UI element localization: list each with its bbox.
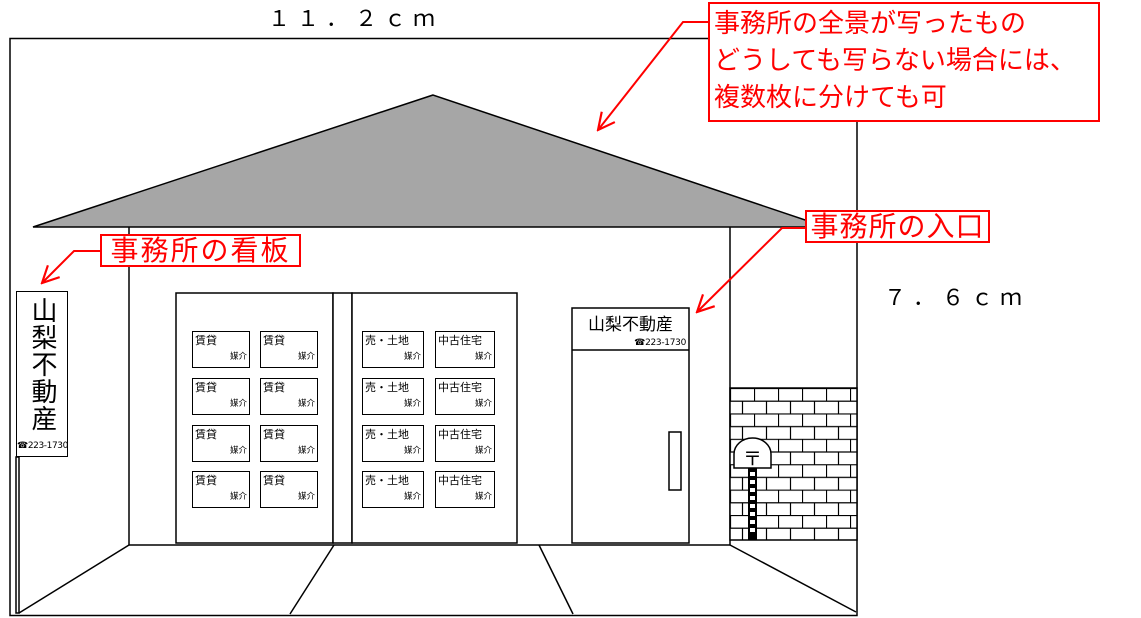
left-window-listing-card: 賃貸媒介 [260, 331, 318, 368]
door-sign-phone-number: 223-1730 [645, 338, 686, 348]
listing-card-tag: 媒介 [403, 352, 421, 362]
listing-card-tag: 媒介 [229, 399, 247, 409]
listing-card-tag: 媒介 [297, 492, 315, 502]
listing-card-title: 中古住宅 [438, 381, 482, 394]
entrance-annotation: 事務所の入口 [805, 210, 990, 243]
left-window-listing-card: 賃貸媒介 [260, 471, 318, 508]
signboard-annotation: 事務所の看板 [100, 234, 301, 267]
listing-card-tag: 媒介 [403, 492, 421, 502]
listing-card-tag: 媒介 [474, 352, 492, 362]
door-handle [668, 431, 682, 491]
ground-perspective-line [289, 544, 335, 615]
right-window-listing-card: 売・土地媒介 [362, 425, 424, 462]
listing-card-title: 売・土地 [365, 428, 409, 441]
left-window-listing-card: 賃貸媒介 [192, 378, 250, 415]
drawing-frame [9, 37, 858, 617]
ground-perspective-line [729, 544, 857, 613]
listing-card-title: 賃貸 [263, 334, 285, 347]
phone-icon: ☎ [634, 338, 646, 348]
left-window-listing-card: 賃貸媒介 [260, 378, 318, 415]
arrow-to-overall-view [598, 21, 708, 130]
left-window-listing-card: 賃貸媒介 [192, 331, 250, 368]
door-sign-phone: ☎223-1730 [634, 338, 686, 348]
listing-card-tag: 媒介 [297, 446, 315, 456]
listing-card-tag: 媒介 [229, 446, 247, 456]
ground-perspective-line [18, 544, 130, 614]
mailbox [733, 437, 772, 469]
arrow-to-signboard [42, 250, 100, 283]
right-window-listing-card: 中古住宅媒介 [435, 378, 495, 415]
left-window-listing-card: 賃貸媒介 [192, 471, 250, 508]
listing-card-tag: 媒介 [474, 446, 492, 456]
annotation-line: 複数枚に分けても可 [714, 83, 947, 113]
door-sign: 山梨不動産 ☎223-1730 [572, 308, 689, 350]
right-window-listing-card: 売・土地媒介 [362, 378, 424, 415]
listing-card-title: 売・土地 [365, 474, 409, 487]
right-window-listing-card: 中古住宅媒介 [435, 331, 495, 368]
mailbox-post [748, 468, 757, 540]
window-center-post [332, 292, 353, 544]
listing-card-title: 中古住宅 [438, 474, 482, 487]
left-window-listing-card: 賃貸媒介 [260, 425, 318, 462]
listing-card-tag: 媒介 [229, 352, 247, 362]
listing-card-title: 賃貸 [195, 474, 217, 487]
annotation-line: 事務所の全景が写ったもの [714, 9, 1027, 39]
door-sign-company-name: 山梨不動産 [588, 315, 673, 335]
ground-perspective-line [538, 544, 574, 615]
signboard-phone-number: 223-1730 [27, 441, 69, 451]
signboard: 山梨不動産 ☎223-1730 [16, 291, 68, 457]
signboard-phone: ☎223-1730 [17, 441, 69, 451]
width-dimension-label: １１．２ｃｍ [268, 7, 443, 32]
listing-card-tag: 媒介 [403, 399, 421, 409]
listing-card-tag: 媒介 [297, 352, 315, 362]
roof [32, 94, 827, 228]
listing-card-title: 賃貸 [195, 381, 217, 394]
right-window-listing-card: 中古住宅媒介 [435, 471, 495, 508]
signboard-company-name: 山梨不動産 [27, 297, 57, 432]
listing-card-title: 賃貸 [263, 474, 285, 487]
listing-card-tag: 媒介 [474, 492, 492, 502]
listing-card-title: 賃貸 [263, 381, 285, 394]
annotation-line: どうしても写らない場合には、 [714, 46, 1076, 76]
listing-card-tag: 媒介 [474, 399, 492, 409]
overall-view-annotation: 事務所の全景が写ったもの どうしても写らない場合には、 複数枚に分けても可 [708, 2, 1100, 122]
listing-card-title: 売・土地 [365, 334, 409, 347]
right-window-listing-card: 売・土地媒介 [362, 471, 424, 508]
listing-card-title: 賃貸 [195, 334, 217, 347]
arrow-to-entrance [697, 227, 805, 312]
listing-card-title: 中古住宅 [438, 428, 482, 441]
listing-card-title: 中古住宅 [438, 334, 482, 347]
height-dimension-label: ７．６ｃｍ [884, 286, 1030, 311]
entrance-door [571, 307, 690, 544]
listing-card-title: 賃貸 [195, 428, 217, 441]
listing-card-tag: 媒介 [229, 492, 247, 502]
listing-card-tag: 媒介 [297, 399, 315, 409]
listing-card-title: 賃貸 [263, 428, 285, 441]
right-window-listing-card: 中古住宅媒介 [435, 425, 495, 462]
listing-card-tag: 媒介 [403, 446, 421, 456]
left-window-listing-card: 賃貸媒介 [192, 425, 250, 462]
phone-icon: ☎ [17, 441, 28, 451]
postal-mark-icon: 〒 [743, 448, 762, 470]
listing-card-title: 売・土地 [365, 381, 409, 394]
signboard-pole [15, 456, 20, 614]
right-window-listing-card: 売・土地媒介 [362, 331, 424, 368]
